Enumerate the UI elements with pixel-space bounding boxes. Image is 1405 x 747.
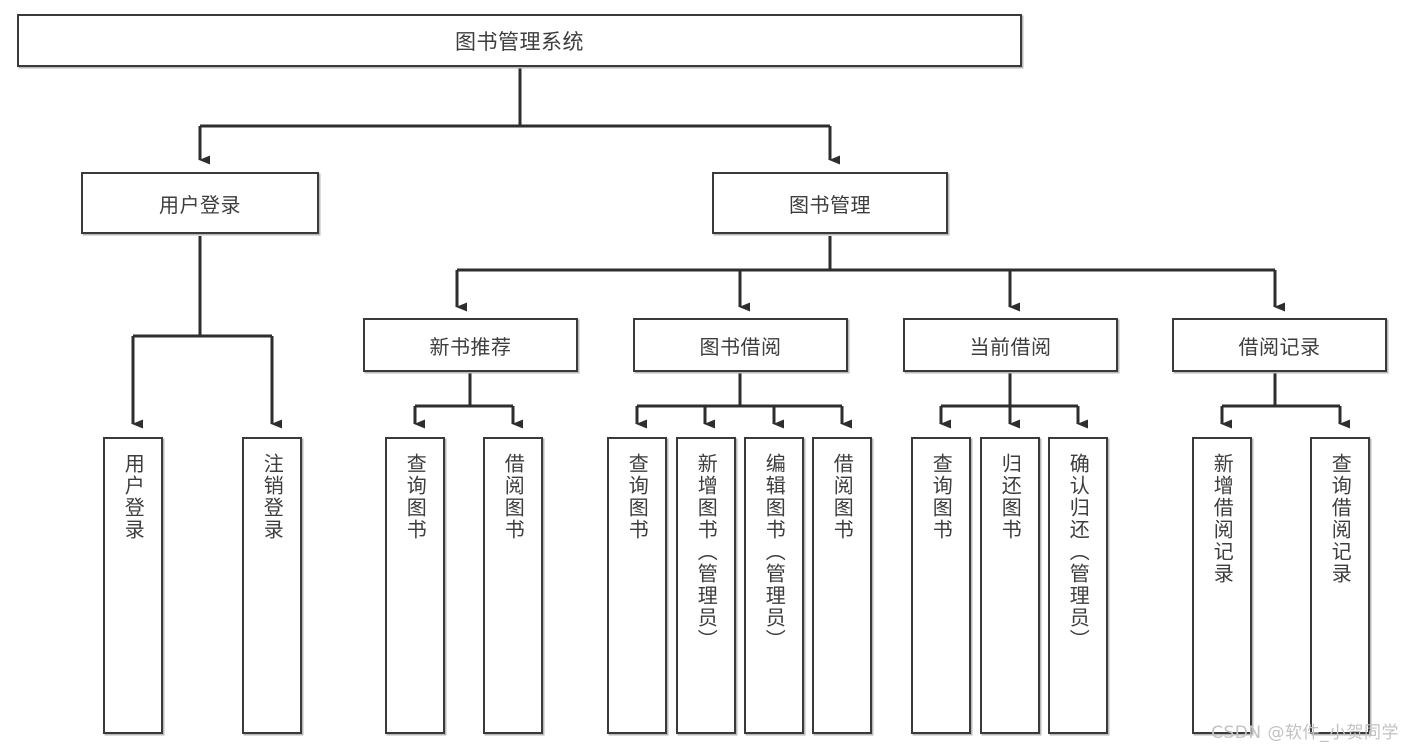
- leaf-label: 新增借阅记录: [1210, 453, 1235, 585]
- node-root-label: 图书管理系统: [455, 29, 584, 54]
- leaf-book-borrow-borrow[interactable]: 借阅图书: [812, 437, 872, 734]
- leaf-label: 确认归还（管理员）: [1066, 453, 1091, 651]
- node-root[interactable]: 图书管理系统: [17, 14, 1022, 67]
- leaf-user-login-logout[interactable]: 注销登录: [242, 437, 302, 734]
- node-book-borrow[interactable]: 图书借阅: [633, 318, 848, 372]
- watermark: CSDN @软件_小贺同学: [1211, 723, 1399, 743]
- leaf-label: 借阅图书: [501, 453, 526, 541]
- leaf-label: 查询图书: [625, 453, 650, 541]
- node-book-manage-label: 图书管理: [789, 192, 871, 217]
- node-current-borrow[interactable]: 当前借阅: [903, 318, 1118, 372]
- node-user-login[interactable]: 用户登录: [81, 172, 319, 234]
- node-new-book[interactable]: 新书推荐: [363, 318, 578, 372]
- node-new-book-label: 新书推荐: [429, 334, 512, 359]
- leaf-current-borrow-query[interactable]: 查询图书: [911, 437, 971, 734]
- node-current-borrow-label: 当前借阅: [969, 334, 1052, 359]
- leaf-book-borrow-query[interactable]: 查询图书: [607, 437, 667, 734]
- leaf-borrow-record-query[interactable]: 查询借阅记录: [1310, 437, 1370, 734]
- leaf-new-book-query[interactable]: 查询图书: [385, 437, 445, 734]
- leaf-label: 注销登录: [260, 453, 285, 541]
- leaf-book-borrow-add[interactable]: 新增图书（管理员）: [676, 437, 736, 734]
- node-book-manage[interactable]: 图书管理: [712, 172, 948, 234]
- leaf-label: 查询图书: [403, 453, 428, 541]
- leaf-label: 归还图书: [998, 453, 1023, 541]
- leaf-label: 用户登录: [121, 453, 146, 541]
- leaf-user-login-login[interactable]: 用户登录: [103, 437, 163, 734]
- leaf-label: 新增图书（管理员）: [694, 453, 719, 651]
- leaf-borrow-record-add[interactable]: 新增借阅记录: [1192, 437, 1252, 734]
- node-borrow-record-label: 借阅记录: [1238, 334, 1321, 359]
- node-book-borrow-label: 图书借阅: [699, 334, 782, 359]
- node-borrow-record[interactable]: 借阅记录: [1172, 318, 1387, 372]
- leaf-new-book-borrow[interactable]: 借阅图书: [483, 437, 543, 734]
- leaf-book-borrow-edit[interactable]: 编辑图书（管理员）: [744, 437, 804, 734]
- leaf-current-borrow-confirm[interactable]: 确认归还（管理员）: [1048, 437, 1108, 734]
- leaf-label: 编辑图书（管理员）: [762, 453, 787, 651]
- node-user-login-label: 用户登录: [159, 192, 241, 217]
- leaf-label: 查询借阅记录: [1328, 453, 1353, 585]
- leaf-current-borrow-return[interactable]: 归还图书: [980, 437, 1040, 734]
- leaf-label: 查询图书: [929, 453, 954, 541]
- leaf-label: 借阅图书: [830, 453, 855, 541]
